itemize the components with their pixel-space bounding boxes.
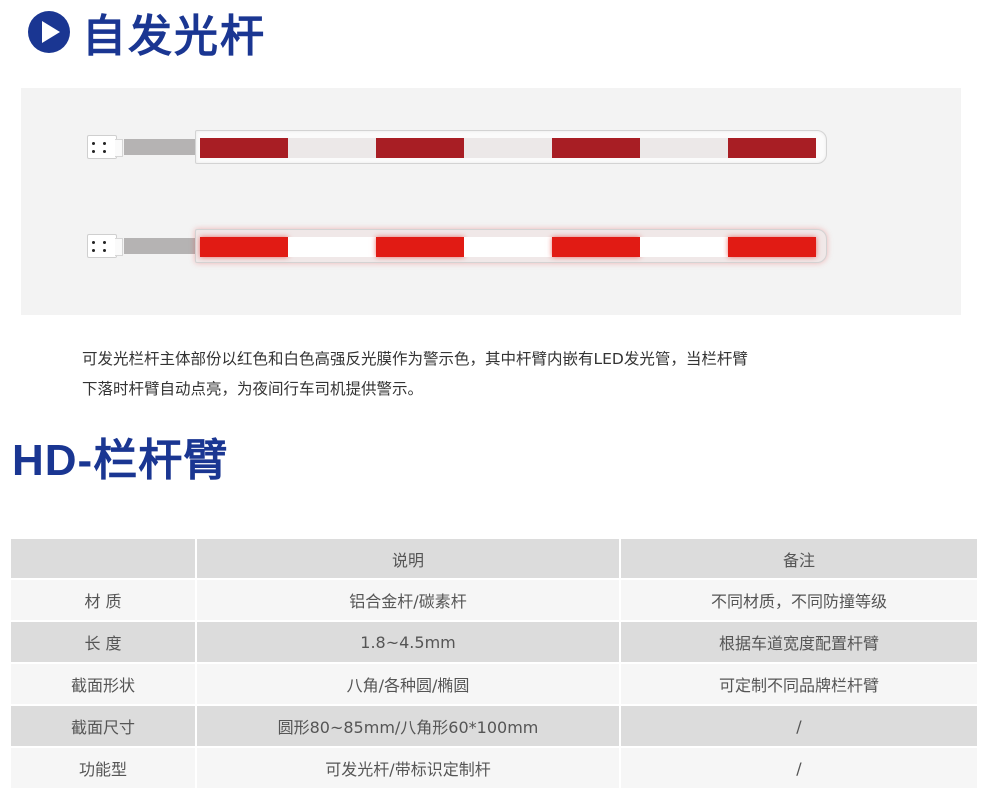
row-value: 八角/各种圆/椭圆 xyxy=(197,664,621,706)
barrier-arm-lit xyxy=(21,229,961,263)
row-label: 长 度 xyxy=(11,622,197,664)
product-image-panel xyxy=(21,88,961,315)
spec-table: 说明 备注 材 质 铝合金杆/碳素杆 不同材质，不同防撞等级 长 度 1.8~4… xyxy=(11,539,977,790)
section-title-text: 自发光杆 xyxy=(82,11,266,62)
row-label: 截面尺寸 xyxy=(11,706,197,748)
arm-shaft xyxy=(124,139,196,155)
table-row: 截面尺寸 圆形80~85mm/八角形60*100mm / xyxy=(11,706,977,748)
row-remark: 不同材质，不同防撞等级 xyxy=(621,580,977,622)
section-title-self-luminous: 自发光杆 xyxy=(28,6,266,62)
header-cell-description: 说明 xyxy=(197,539,621,580)
product-description: 可发光栏杆主体部份以红色和白色高强反光膜作为警示色，其中杆臂内嵌有LED发光管，… xyxy=(82,344,942,404)
row-label: 功能型 xyxy=(11,748,197,790)
header-cell xyxy=(11,539,197,580)
row-value: 1.8~4.5mm xyxy=(197,622,621,664)
arrow-circle-right-icon xyxy=(28,11,70,53)
arm-shaft xyxy=(124,238,196,254)
arm-connector xyxy=(87,135,123,159)
row-remark: / xyxy=(621,706,977,748)
arm-tube xyxy=(195,229,827,263)
row-label: 截面形状 xyxy=(11,664,197,706)
header-cell-remarks: 备注 xyxy=(621,539,977,580)
row-value: 可发光杆/带标识定制杆 xyxy=(197,748,621,790)
arm-tube xyxy=(195,130,827,164)
description-line-1: 可发光栏杆主体部份以红色和白色高强反光膜作为警示色，其中杆臂内嵌有LED发光管，… xyxy=(82,350,748,368)
barrier-arm-unlit xyxy=(21,130,961,164)
table-row: 长 度 1.8~4.5mm 根据车道宽度配置杆臂 xyxy=(11,622,977,664)
row-label: 材 质 xyxy=(11,580,197,622)
description-line-2: 下落时杆臂自动点亮，为夜间行车司机提供警示。 xyxy=(82,380,424,398)
row-remark: 根据车道宽度配置杆臂 xyxy=(621,622,977,664)
table-row: 材 质 铝合金杆/碳素杆 不同材质，不同防撞等级 xyxy=(11,580,977,622)
row-value: 铝合金杆/碳素杆 xyxy=(197,580,621,622)
row-remark: 可定制不同品牌栏杆臂 xyxy=(621,664,977,706)
row-remark: / xyxy=(621,748,977,790)
arm-connector xyxy=(87,234,123,258)
table-row: 截面形状 八角/各种圆/椭圆 可定制不同品牌栏杆臂 xyxy=(11,664,977,706)
section-title-barrier-arm: HD-栏杆臂 xyxy=(12,436,229,485)
row-value: 圆形80~85mm/八角形60*100mm xyxy=(197,706,621,748)
table-header-row: 说明 备注 xyxy=(11,539,977,580)
table-row: 功能型 可发光杆/带标识定制杆 / xyxy=(11,748,977,790)
